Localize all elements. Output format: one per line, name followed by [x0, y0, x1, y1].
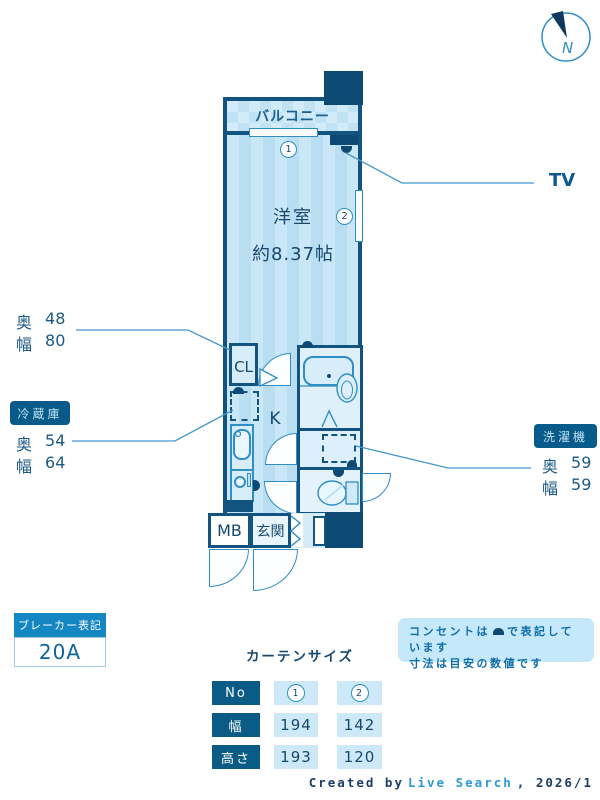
- kitchen-outlet-icon: [253, 480, 260, 491]
- curtain-col1-no: 1: [274, 681, 318, 705]
- fridge-badge: 冷蔵庫: [10, 401, 70, 425]
- outlet-legend-icon: [493, 628, 504, 635]
- door-zigzag-area: [290, 514, 303, 547]
- entrance-wall-block: [325, 512, 363, 548]
- entrance-label: 玄関: [256, 523, 285, 540]
- room-size-label: 約8.37帖: [251, 244, 335, 265]
- window-2-number: 2: [336, 208, 353, 225]
- washer-outlet-icon: [347, 460, 357, 467]
- washer-badge: 洗濯機: [534, 424, 597, 448]
- compass-needle-icon: [551, 11, 567, 38]
- curtain-header-height: 高さ: [212, 745, 260, 769]
- balcony-area: バルコニー: [227, 101, 358, 131]
- meter-box-label: MB: [217, 521, 242, 540]
- kitchen-bottom-wall: [227, 500, 253, 512]
- curtain-col2-number: 2: [350, 684, 369, 702]
- toilet-outlet-icon: [333, 470, 344, 477]
- breaker-value: 20A: [14, 637, 106, 667]
- credit-brand: Live Search: [407, 775, 513, 790]
- curtain-col2-height: 120: [337, 745, 382, 769]
- legend-note-line2: 寸法は目安の数値です: [409, 657, 544, 670]
- curtain-header-width: 幅: [212, 713, 260, 737]
- toilet-room: [297, 467, 363, 515]
- curtain-col2-no: 2: [337, 681, 382, 705]
- balcony-label: バルコニー: [255, 109, 330, 125]
- fridge-outlet-icon: [233, 387, 244, 394]
- tv-leader-line: [345, 152, 534, 184]
- pillar-block: [324, 71, 363, 105]
- meter-box-door-arc: [209, 549, 249, 587]
- kitchen-sink: [233, 429, 251, 460]
- entrance: 玄関: [250, 513, 291, 548]
- bathtub-drain: [327, 374, 331, 378]
- curtain-table-title: カーテンサイズ: [245, 649, 355, 665]
- window-1: [249, 128, 318, 137]
- fridge-leader-line: [72, 409, 234, 442]
- tv-label: TV: [549, 170, 576, 191]
- breaker-title: ブレーカー表記: [14, 613, 106, 637]
- washer-space-dashed: [322, 434, 356, 463]
- fridge-space-dashed: [230, 391, 259, 421]
- legend-note: コンセントはで表記しています 寸法は目安の数値です: [398, 618, 594, 670]
- tv-outlet-icon: [341, 146, 352, 153]
- window-2: [355, 190, 363, 242]
- closet-leader-line: [76, 329, 231, 351]
- bath-outlet-icon: [302, 341, 313, 348]
- meter-box: MB: [208, 513, 251, 548]
- stove-divider: [230, 469, 254, 471]
- closet-room: CL: [229, 343, 258, 386]
- stove-burner: [234, 476, 246, 488]
- kitchen-label: K: [269, 409, 281, 429]
- washer-leader-line: [355, 445, 531, 469]
- curtain-col1-height: 193: [274, 745, 318, 769]
- shoe-box: [313, 516, 326, 546]
- entrance-door-arc: [253, 549, 298, 591]
- corner-wall: [330, 135, 358, 145]
- room-label: 洋室: [273, 207, 313, 228]
- window-1-number: 1: [280, 141, 297, 158]
- legend-note-line1: コンセントはで表記しています: [409, 625, 575, 654]
- closet-label: CL: [234, 358, 253, 376]
- toilet-door-arc: [362, 473, 391, 502]
- curtain-col1-number: 1: [287, 684, 305, 702]
- curtain-header-no: No: [212, 681, 260, 705]
- curtain-col2-width: 142: [337, 713, 382, 737]
- curtain-col1-width: 194: [274, 713, 318, 737]
- compass-n-label: N: [562, 39, 574, 57]
- bathtub: [303, 356, 354, 386]
- stove-panel: [247, 473, 251, 487]
